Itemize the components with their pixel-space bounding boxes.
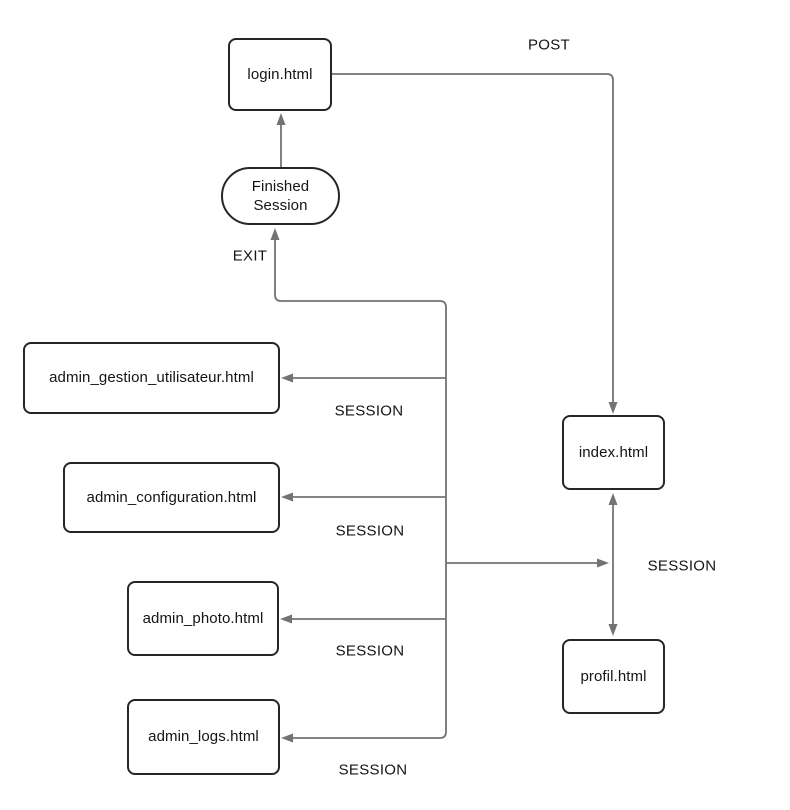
edge-label-exit: EXIT xyxy=(232,247,268,265)
arrowhead-into-admin-logs xyxy=(281,733,293,743)
edge-label-session-index-profil: SESSION xyxy=(647,557,717,575)
edge-label-session-logs: SESSION xyxy=(338,761,408,779)
node-admin-photo-page: admin_photo.html xyxy=(127,581,279,656)
node-admin-configuration-page: admin_configuration.html xyxy=(63,462,280,533)
edge-label-session-configuration: SESSION xyxy=(335,522,405,540)
node-finished-session: Finished Session xyxy=(221,167,340,225)
node-admin-gestion-utilisateur-page: admin_gestion_utilisateur.html xyxy=(23,342,280,414)
edge-post xyxy=(332,73,614,402)
arrowhead-into-connector xyxy=(597,558,609,568)
arrowhead-exit-into-finished xyxy=(270,228,280,240)
arrowhead-into-admin-photo xyxy=(280,614,292,624)
node-login-page: login.html xyxy=(228,38,332,111)
arrowhead-post-into-index xyxy=(608,402,618,414)
arrowhead-into-admin-configuration xyxy=(281,492,293,502)
arrowhead-into-profil xyxy=(608,624,618,636)
arrowhead-into-index xyxy=(608,493,618,505)
edge-label-session-photo: SESSION xyxy=(335,642,405,660)
arrowhead-into-login xyxy=(276,113,286,125)
node-index-page: index.html xyxy=(562,415,665,490)
edge-exit-trunk xyxy=(274,240,447,739)
edge-label-post: POST xyxy=(527,36,571,54)
node-admin-logs-page: admin_logs.html xyxy=(127,699,280,775)
node-profil-page: profil.html xyxy=(562,639,665,714)
edge-label-session-gestion: SESSION xyxy=(334,402,404,420)
arrowhead-into-admin-gestion xyxy=(281,373,293,383)
